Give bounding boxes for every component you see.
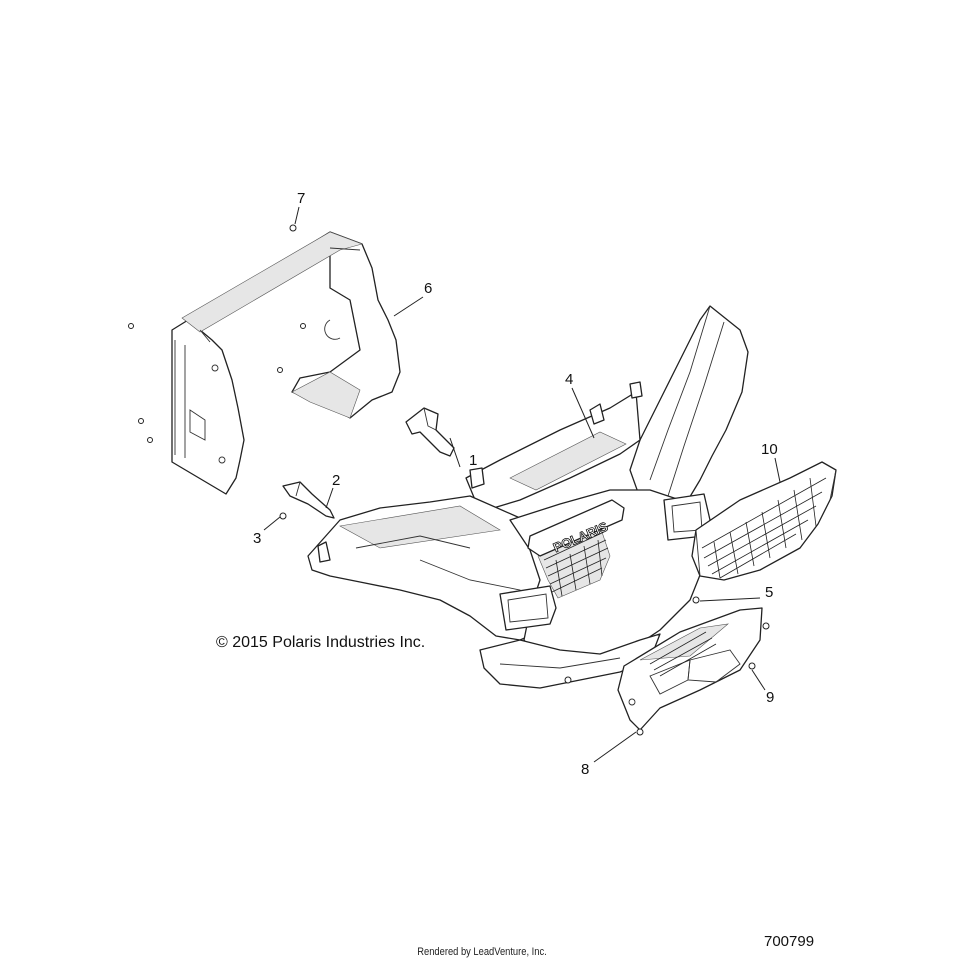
part-4-front-fascia: POLARIS: [307, 305, 749, 689]
callout-6: 6: [424, 280, 432, 297]
callout-1: 1: [469, 452, 477, 469]
copyright-text: © 2015 Polaris Industries Inc.: [216, 634, 426, 651]
fastener-3: [279, 512, 287, 520]
part-10-grille: [691, 461, 837, 581]
fastener-shroud-4: [138, 418, 144, 424]
fastener-fascia: [564, 676, 572, 684]
callout-4: 4: [565, 371, 573, 388]
callout-9: 9: [766, 689, 774, 706]
callout-7: 7: [297, 190, 305, 207]
fastener-9-a: [762, 622, 770, 630]
part-1-bracket: [405, 407, 455, 457]
fastener-shroud-5: [147, 437, 153, 443]
fastener-shroud-2: [300, 323, 306, 329]
fastener-8: [636, 728, 644, 736]
part-2-bracket: [282, 481, 335, 519]
part-6-shroud: [171, 231, 401, 495]
callout-labels: 1 2 3 4 5 6 7 8 9 10: [253, 190, 778, 778]
fastener-shroud-3: [277, 367, 283, 373]
part-8-lower-panel: [617, 607, 763, 731]
fastener-5: [692, 596, 700, 604]
callout-2: 2: [332, 472, 340, 489]
callout-8: 8: [581, 761, 589, 778]
callout-10: 10: [761, 441, 778, 458]
leader-lines: [263, 206, 781, 763]
callout-5: 5: [765, 584, 773, 601]
fastener-7: [289, 224, 297, 232]
fastener-shroud-1: [128, 323, 134, 329]
fastener-9-b: [748, 662, 756, 670]
fasteners: [128, 224, 770, 736]
figure-number: 700799: [764, 933, 815, 950]
callout-3: 3: [253, 530, 261, 547]
render-credit: Rendered by LeadVenture, Inc.: [417, 946, 547, 958]
